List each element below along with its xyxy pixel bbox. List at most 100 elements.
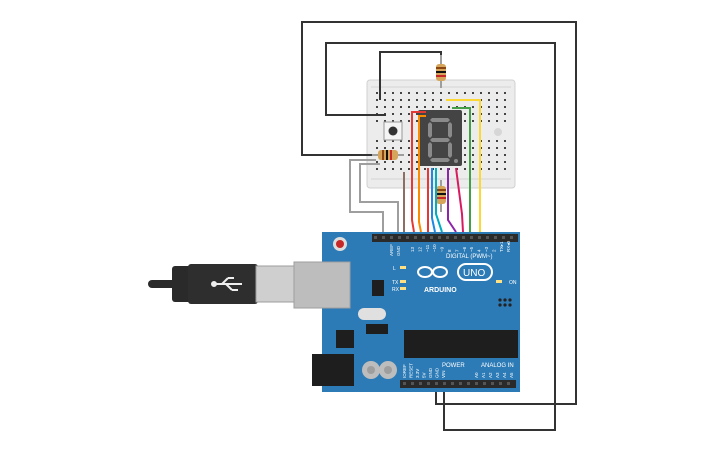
header-pin <box>475 382 478 385</box>
bb-hole <box>472 106 474 108</box>
bb-hole <box>392 120 394 122</box>
bb-hole <box>408 92 410 94</box>
bb-hole <box>472 92 474 94</box>
bb-hole <box>488 120 490 122</box>
bb-hole <box>392 92 394 94</box>
l-label: L <box>393 266 396 272</box>
usb-icon <box>211 277 242 291</box>
bb-hole <box>472 120 474 122</box>
pin-label: 3.3V <box>415 369 420 378</box>
on-label: ON <box>509 280 517 286</box>
header-pin <box>494 236 497 239</box>
bb-hole <box>464 113 466 115</box>
bb-hole <box>376 99 378 101</box>
bb-hole <box>416 168 418 170</box>
bb-hole <box>440 92 442 94</box>
bb-hole <box>408 154 410 156</box>
bb-hole <box>408 99 410 101</box>
bb-hole <box>408 147 410 149</box>
push-button[interactable] <box>383 121 403 141</box>
pin-label: 12 <box>417 246 422 252</box>
model-label: UNO <box>463 268 485 279</box>
bb-hole <box>496 99 498 101</box>
bb-hole <box>496 161 498 163</box>
bb-hole <box>416 161 418 163</box>
bb-hole <box>408 161 410 163</box>
bb-hole <box>504 99 506 101</box>
bb-hole <box>504 120 506 122</box>
bb-hole <box>496 168 498 170</box>
bb-hole <box>416 113 418 115</box>
bb-hole <box>488 154 490 156</box>
bb-hole <box>400 168 402 170</box>
signal-wires <box>403 99 481 233</box>
pin-label: A0 <box>474 372 479 378</box>
pin-label: 2 <box>491 249 496 252</box>
pin-label: A3 <box>495 372 500 378</box>
bb-hole <box>384 161 386 163</box>
bb-hole <box>392 113 394 115</box>
header-pin <box>443 382 446 385</box>
bb-hole <box>424 168 426 170</box>
usb-port <box>293 261 351 309</box>
pin-label: ~9 <box>440 246 445 252</box>
pin-label: 13 <box>410 246 415 252</box>
header-pin <box>459 382 462 385</box>
bb-hole <box>392 106 394 108</box>
bb-hole <box>488 140 490 142</box>
seven-segment-display <box>418 110 462 166</box>
bb-hole <box>400 147 402 149</box>
bb-hole <box>376 106 378 108</box>
header-pin <box>446 236 449 239</box>
header-pin <box>467 382 470 385</box>
bb-hole <box>488 161 490 163</box>
header-pin <box>470 236 473 239</box>
bb-hole <box>464 147 466 149</box>
header-pin <box>382 236 385 239</box>
bb-hole <box>464 154 466 156</box>
bb-hole <box>432 106 434 108</box>
pin-label: A1 <box>481 372 486 378</box>
aref-label: AREF <box>389 244 394 256</box>
header-pin <box>435 382 438 385</box>
bb-hole <box>448 92 450 94</box>
bb-hole <box>400 106 402 108</box>
bb-hole <box>416 154 418 156</box>
bb-hole <box>504 168 506 170</box>
bb-hole <box>504 92 506 94</box>
header-pin <box>510 236 513 239</box>
bb-hole <box>376 161 378 163</box>
power-header-label: POWER <box>442 363 465 369</box>
microcontroller-chip <box>404 330 518 358</box>
bb-hole <box>384 99 386 101</box>
pin-label: ~10 <box>432 244 437 252</box>
bb-hole <box>496 147 498 149</box>
bb-hole <box>432 92 434 94</box>
header-pin <box>406 236 409 239</box>
brand-label: ARDUINO <box>424 287 457 294</box>
bb-hole <box>384 106 386 108</box>
bb-hole <box>400 140 402 142</box>
header-pin <box>427 382 430 385</box>
bb-hole <box>432 99 434 101</box>
bb-hole <box>488 106 490 108</box>
reset-button[interactable] <box>336 240 344 248</box>
bb-hole <box>376 147 378 149</box>
bb-hole <box>472 154 474 156</box>
bb-hole <box>464 161 466 163</box>
bb-hole <box>408 113 410 115</box>
bb-hole <box>472 140 474 142</box>
bb-hole <box>488 147 490 149</box>
bb-hole <box>504 106 506 108</box>
bb-hole <box>488 99 490 101</box>
bb-hole <box>384 92 386 94</box>
bb-hole <box>384 140 386 142</box>
header-pin <box>454 236 457 239</box>
gnd-label: GND <box>396 245 401 256</box>
bb-hole <box>392 168 394 170</box>
bb-hole <box>400 92 402 94</box>
header-pin <box>502 236 505 239</box>
header-pin <box>462 236 465 239</box>
